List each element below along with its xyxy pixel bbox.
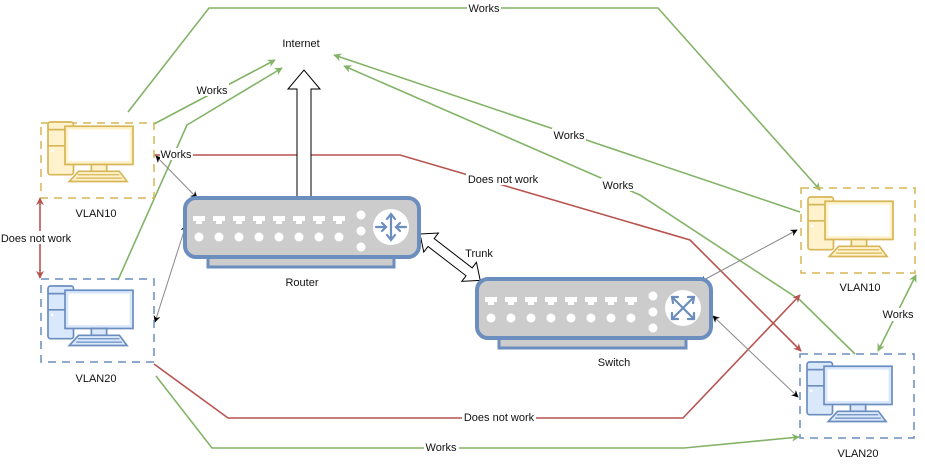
cable-left-vlan20-router xyxy=(153,224,188,323)
svg-text:Trunk: Trunk xyxy=(465,248,493,260)
edge-label-bottom-works: Works xyxy=(424,441,459,454)
edge-label-trunk: Trunk xyxy=(465,248,493,260)
svg-text:Works: Works xyxy=(197,85,228,97)
switch-label: Switch xyxy=(598,357,630,369)
edge-cross-dnw-upper xyxy=(154,154,802,352)
edge-label-bottom-dnw: Does not work xyxy=(462,411,536,424)
svg-text:Works: Works xyxy=(883,309,914,321)
svg-text:Works: Works xyxy=(161,149,192,161)
svg-text:Does not work: Does not work xyxy=(1,233,72,245)
edge-label-right-vlan-works: Works xyxy=(881,308,915,321)
edge-label-right-internet-works-1: Works xyxy=(552,128,586,142)
switch-arrows-icon xyxy=(665,290,701,326)
vlan10-group-border xyxy=(40,122,155,199)
right-vlan20-label: VLAN20 xyxy=(838,448,879,460)
desktop-computer-icon xyxy=(806,361,893,423)
edge-label-right-internet-works-2: Works xyxy=(601,178,635,192)
cable-switch-right-vlan10 xyxy=(699,229,798,283)
right-vlan10-label: VLAN10 xyxy=(840,282,881,294)
desktop-computer-icon xyxy=(807,196,894,258)
vlan20-group-border xyxy=(40,278,155,363)
svg-text:Works: Works xyxy=(603,180,634,192)
cable-left-vlan10-router xyxy=(155,155,198,199)
router-arrows-icon xyxy=(373,209,409,245)
svg-text:Works: Works xyxy=(554,130,585,142)
svg-text:Works: Works xyxy=(426,442,457,454)
edge-label-cross-dnw-upper: Does not work xyxy=(466,172,540,186)
left-vlan20-host[interactable] xyxy=(40,278,155,363)
edge-label-left-internet-works: Works xyxy=(195,83,229,97)
right-vlan10-host[interactable] xyxy=(800,187,916,274)
svg-text:Does not work: Does not work xyxy=(468,174,539,186)
vlan20-group-border xyxy=(799,353,915,439)
edge-label-left-cross-works: Works xyxy=(160,148,193,161)
desktop-computer-icon xyxy=(47,121,134,183)
svg-text:Works: Works xyxy=(469,3,500,15)
svg-text:Does not work: Does not work xyxy=(464,412,535,424)
cable-switch-right-vlan20 xyxy=(712,315,799,398)
desktop-computer-icon xyxy=(47,285,134,347)
router-device[interactable] xyxy=(183,196,421,269)
router-uplink-arrow xyxy=(286,69,322,198)
left-vlan10-label: VLAN10 xyxy=(76,208,117,220)
left-vlan20-label: VLAN20 xyxy=(76,373,117,385)
right-vlan20-host[interactable] xyxy=(799,353,915,439)
internet-label: Internet xyxy=(282,38,319,50)
router-label: Router xyxy=(285,277,318,289)
edge-label-top-works: Works xyxy=(467,2,501,15)
edge-label-left-vlan-dnw: Does not work xyxy=(0,231,74,245)
vlan10-group-border xyxy=(800,187,916,274)
edge-left-vlan20-internet xyxy=(117,67,283,281)
edge-top-works xyxy=(127,7,821,191)
switch-device[interactable] xyxy=(475,277,713,350)
left-vlan10-host[interactable] xyxy=(40,121,155,199)
